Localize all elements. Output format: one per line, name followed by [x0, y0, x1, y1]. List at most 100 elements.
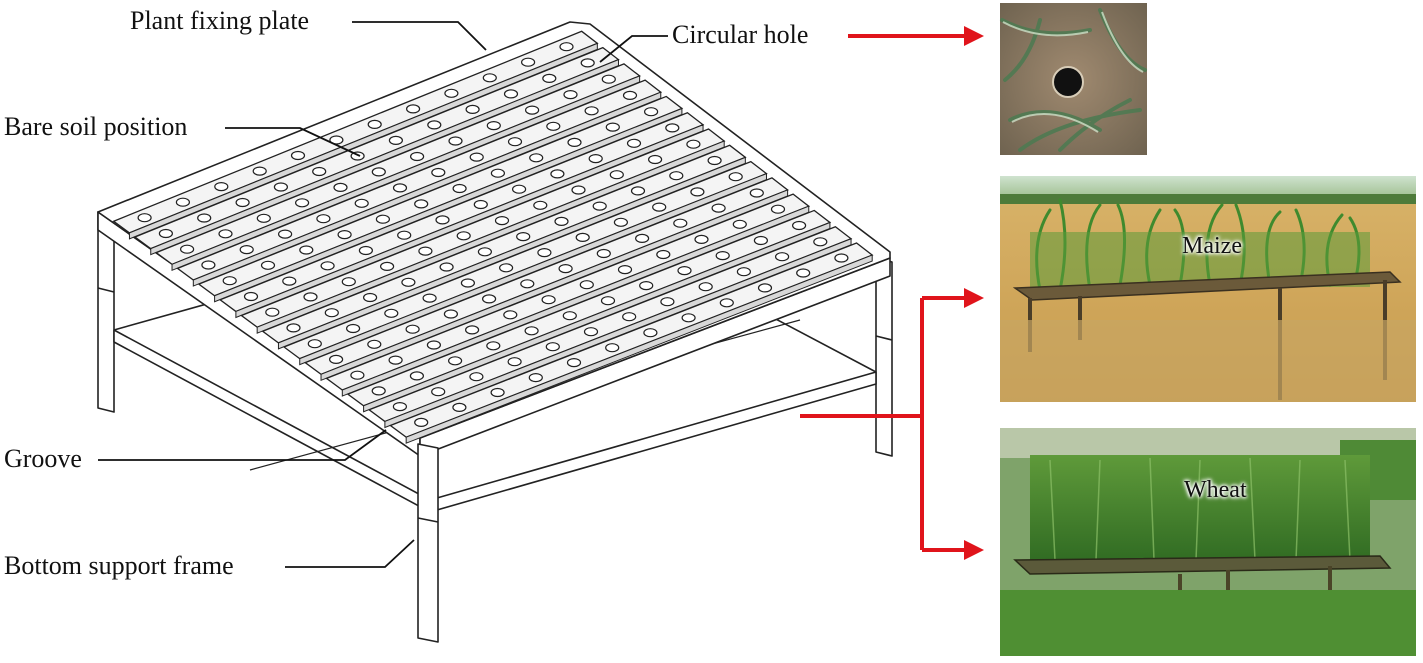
circular-hole: [218, 229, 233, 239]
circular-hole: [401, 277, 416, 287]
leg-back-right: [875, 257, 893, 457]
label-maize: Maize: [1182, 233, 1242, 259]
arrowhead-hole: [964, 26, 984, 46]
circular-hole: [537, 248, 552, 258]
leader-bottom-support-frame: [285, 539, 415, 568]
circular-hole: [580, 58, 595, 68]
circular-hole: [622, 90, 638, 101]
circular-hole: [749, 188, 764, 198]
circular-hole: [630, 186, 646, 196]
circular-hole: [579, 280, 594, 290]
red-arrows: [800, 34, 966, 552]
label-plant-fixing-plate: Plant fixing plate: [130, 6, 310, 35]
circular-hole: [426, 340, 441, 350]
circular-hole: [613, 217, 629, 227]
circular-hole: [719, 298, 734, 308]
circular-hole: [410, 151, 425, 162]
circular-hole: [511, 184, 527, 194]
circular-hole: [600, 296, 616, 306]
photo-wheat: [1000, 428, 1416, 656]
circular-hole: [753, 235, 769, 246]
leader-bare-soil: [225, 127, 361, 157]
circular-hole: [542, 73, 557, 84]
circular-hole: [439, 262, 454, 272]
circular-hole: [422, 293, 437, 303]
circular-hole: [774, 252, 790, 262]
circular-hole: [622, 312, 637, 322]
circular-hole: [452, 402, 467, 412]
circular-hole: [406, 104, 421, 114]
circular-hole: [559, 42, 574, 52]
circular-hole: [469, 372, 484, 382]
circular-hole: [175, 197, 190, 207]
label-groove: Groove: [4, 444, 82, 473]
circular-hole: [736, 267, 752, 277]
circular-hole: [698, 282, 713, 292]
circular-hole: [520, 279, 535, 289]
circular-hole: [605, 343, 620, 353]
circular-hole: [473, 199, 488, 210]
circular-hole: [392, 183, 408, 193]
circular-hole: [554, 216, 569, 226]
circular-hole: [295, 198, 310, 208]
circular-hole: [418, 246, 433, 256]
circular-hole: [465, 325, 480, 335]
circular-hole: [507, 357, 522, 367]
circular-hole: [388, 135, 403, 145]
circular-hole: [388, 355, 403, 365]
circular-hole: [499, 263, 514, 273]
leg-back-left: [97, 211, 115, 413]
maize-platform: [1012, 271, 1402, 301]
circular-hole: [791, 220, 807, 231]
circular-hole: [384, 308, 399, 318]
label-bottom-support-frame: Bottom support frame: [4, 551, 234, 580]
circular-hole: [686, 139, 701, 149]
circular-hole: [486, 341, 501, 351]
circular-hole: [405, 324, 420, 334]
circular-hole: [469, 152, 484, 162]
circular-hole: [299, 245, 314, 255]
circular-hole: [617, 265, 633, 275]
circular-hole: [214, 182, 229, 192]
circular-hole: [592, 201, 607, 211]
circular-hole: [278, 229, 293, 239]
photo-maize: [1000, 176, 1416, 402]
circular-hole: [507, 137, 523, 147]
circular-hole: [286, 323, 301, 333]
circular-hole: [260, 260, 276, 270]
plate-side-face: [405, 254, 873, 444]
circular-hole: [324, 308, 339, 318]
circular-hole: [545, 342, 560, 352]
circular-hole: [490, 387, 505, 398]
circular-hole: [448, 136, 463, 146]
circular-hole: [669, 171, 684, 181]
circular-hole: [273, 182, 288, 192]
circular-hole: [796, 268, 811, 278]
circular-hole: [596, 248, 611, 259]
wheat-platform: [1013, 555, 1392, 575]
circular-hole: [711, 203, 726, 213]
circular-hole: [605, 122, 620, 132]
circular-hole: [158, 228, 173, 239]
circular-hole: [201, 260, 216, 270]
label-wheat: Wheat: [1184, 477, 1247, 503]
circular-hole: [435, 215, 450, 225]
leg-front: [417, 443, 439, 643]
circular-hole: [639, 281, 654, 291]
circular-hole: [656, 249, 671, 260]
circular-hole: [503, 89, 519, 99]
circular-hole: [643, 328, 658, 338]
circular-hole: [350, 370, 365, 380]
arrowhead-maize: [964, 288, 984, 308]
circular-hole: [520, 57, 536, 67]
circular-hole: [546, 121, 561, 131]
circular-hole: [409, 371, 424, 381]
circular-hole: [460, 278, 475, 288]
circular-hole: [312, 166, 327, 177]
circular-hole: [770, 204, 786, 214]
circular-hole: [601, 74, 616, 84]
circular-hole: [566, 358, 582, 368]
circular-hole: [239, 245, 254, 255]
circular-hole: [681, 313, 696, 323]
circular-hole: [652, 202, 667, 212]
